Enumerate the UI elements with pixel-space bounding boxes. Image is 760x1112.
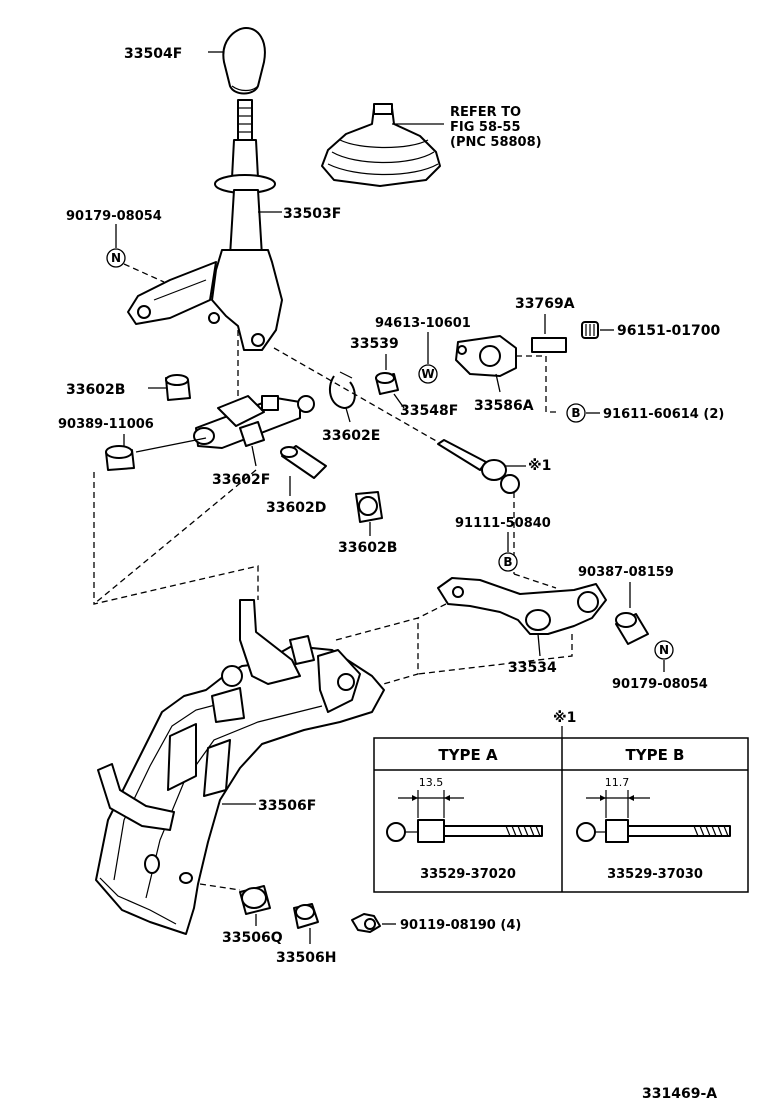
badge-n-right: N — [654, 640, 674, 660]
collar-right — [615, 612, 649, 645]
boot-note-line-1: REFER TO — [450, 105, 521, 120]
part-type-b: 33529-37030 — [607, 867, 703, 882]
dim-type-b: 11.7 — [605, 776, 630, 789]
washer-part-number: 94613-10601 — [375, 316, 471, 331]
link-part-number: 33534 — [508, 660, 557, 676]
bush-mid-part-number: 33602B — [338, 540, 397, 556]
lever-part-number: 33503F — [283, 206, 341, 222]
ref-mark-part: ※1 — [528, 458, 551, 474]
bolt-mid-part-number: 91111-50840 — [455, 516, 551, 531]
svg-text:B: B — [503, 555, 512, 569]
bush-left — [165, 374, 191, 401]
pin — [375, 372, 399, 395]
spring — [531, 337, 567, 353]
svg-text:N: N — [659, 643, 669, 657]
ball-joint-bolt — [437, 439, 520, 494]
bush-left-part-number: 33602B — [66, 382, 125, 398]
type-table: TYPE A TYPE B 13.5 33529-37020 — [373, 737, 749, 893]
clip-part-number: 33602E — [322, 428, 380, 444]
knob-part-number: 33504F — [124, 46, 182, 62]
retainer — [455, 335, 517, 377]
spring-part-number: 33769A — [515, 296, 575, 312]
badge-w: W — [418, 364, 438, 384]
bush-left-2 — [105, 445, 135, 471]
table-header-type-b: TYPE B — [626, 746, 685, 764]
sleeve — [280, 445, 327, 479]
badge-b-right: B — [566, 403, 586, 423]
cap — [581, 321, 599, 339]
collar-part-number: 33548F — [400, 403, 458, 419]
svg-text:W: W — [421, 367, 434, 381]
screw-top-part-number: 90179-08054 — [66, 209, 162, 224]
bolt-type-a — [386, 790, 543, 843]
figure-id: 331469-A — [642, 1086, 717, 1102]
shaft — [193, 395, 315, 449]
bolt-type-b — [576, 790, 731, 843]
bush-low — [239, 885, 271, 915]
badge-b-mid: B — [498, 552, 518, 572]
shift-boot — [321, 103, 441, 187]
sleeve-part-number: 33602D — [266, 500, 326, 516]
boot-note-line-3: (PNC 58808) — [450, 135, 542, 150]
collar-right-part-number: 90387-08159 — [578, 565, 674, 580]
cap-part-number: 96151-01700 — [617, 323, 720, 339]
bush-low-2 — [293, 903, 319, 929]
bolt-b-part-number: 91611-60614 (2) — [603, 407, 724, 422]
clip — [328, 371, 356, 409]
dim-type-a: 13.5 — [419, 776, 444, 789]
badge-n-top: N — [106, 248, 126, 268]
bracket-part-number: 33506F — [258, 798, 316, 814]
shift-link — [437, 577, 607, 635]
retainer-part-number: 33586A — [474, 398, 534, 414]
boot-note-line-2: FIG 58-55 — [450, 120, 521, 135]
bush-low-2-part-number: 33506H — [276, 950, 336, 966]
table-ref-mark: ※1 — [553, 710, 576, 726]
bush-low-part-number: 33506Q — [222, 930, 283, 946]
svg-text:B: B — [571, 406, 580, 420]
bush-mid — [355, 491, 383, 523]
main-bracket — [95, 599, 385, 935]
shaft-part-number: 33602F — [212, 472, 270, 488]
svg-text:N: N — [111, 251, 121, 265]
bush-left-2-part-number: 90389-11006 — [58, 417, 154, 432]
table-header-type-a: TYPE A — [438, 746, 498, 764]
bolt-low — [351, 913, 381, 933]
bolt-low-part-number: 90119-08190 (4) — [400, 918, 521, 933]
part-type-a: 33529-37020 — [420, 867, 516, 882]
pin-part-number: 33539 — [350, 336, 399, 352]
shift-lever — [127, 99, 283, 351]
shift-knob — [222, 27, 266, 95]
screw-right-part-number: 90179-08054 — [612, 677, 708, 692]
